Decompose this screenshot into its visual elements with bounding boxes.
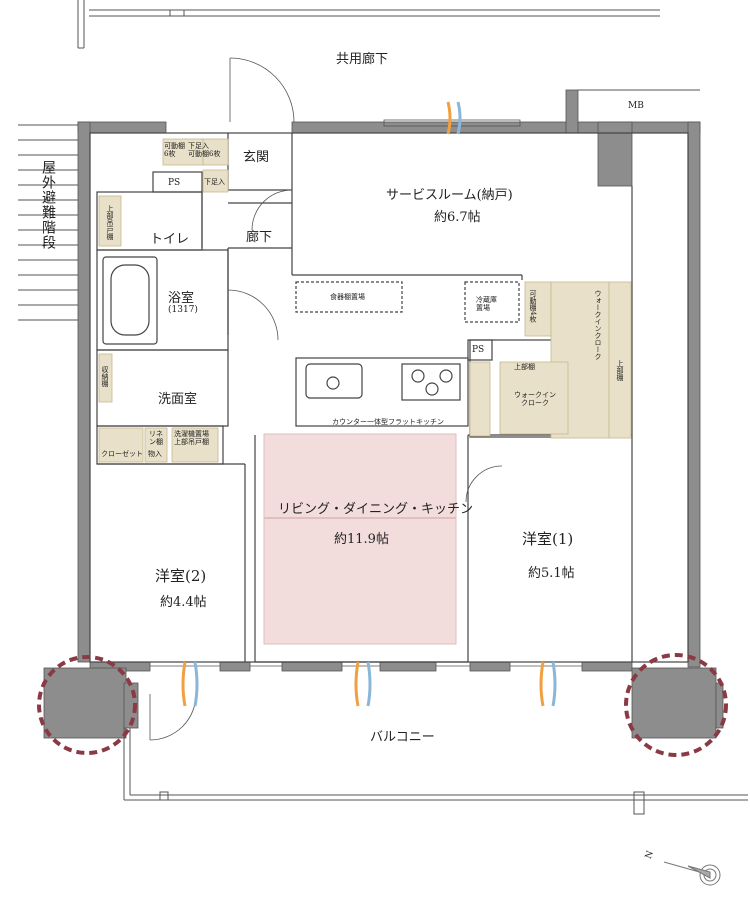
wash-shelf-label: 収納棚 [101,366,109,387]
storage-label: 物入 [148,450,162,458]
fridge-label: 冷蔵庫 置場 [476,296,497,312]
service-area-label: 約6.7帖 [434,210,481,225]
dish-shelf-label: 食器棚置場 [330,293,365,301]
ldk-area-label: 約11.9帖 [334,532,389,547]
compass [663,861,721,886]
bath-label: 浴室 [168,291,195,306]
interior-walls [89,132,689,663]
shoe-mid-label: 下足入 可動棚6枚 [188,142,221,158]
wic-label: ウォークイン クローク [514,391,556,407]
washroom-label: 洗面室 [158,392,198,407]
entrance-label: 玄関 [243,150,270,165]
wic-vertical-label: ウォークインクローク [594,290,602,360]
room1-area-label: 約5.1帖 [528,566,575,581]
ldk-fill [263,433,457,645]
washer-label: 洗濯機置場 上部吊戸棚 [174,430,209,446]
stair-hatch [18,124,78,321]
balcony-rail [123,728,748,815]
ldk-label: リビング・ダイニング・キッチン [278,502,474,517]
room2-label: 洋室(2) [155,567,207,585]
linen-label: リネン棚 [149,430,163,446]
storage-fills [98,138,632,463]
toilet-label: トイレ [150,232,190,247]
movable-shelf-label: 可動棚4枚 [529,290,537,323]
mb-label: MB [628,101,644,111]
closet-label: クローゼット [101,450,143,458]
room2-area-label: 約4.4帖 [160,595,207,610]
shoe-left-label: 可動棚 6枚 [164,142,185,158]
upper-shelf-label: 上部棚 [514,363,535,371]
upper-shelf-vertical-label: 上部棚 [616,360,624,381]
ps-kitchen-label: PS [472,345,485,355]
room1-label: 洋室(1) [522,530,574,548]
ps-top-label: PS [168,178,181,188]
balcony-label: バルコニー [370,730,435,745]
hall-label: 廊下 [246,230,273,245]
highlight-circles [37,653,728,757]
kitchen-note-label: カウンター一体型フラットキッチン [332,418,444,426]
bath-size-label: (1317) [168,305,198,315]
shoe-small-label: 下足入 [204,178,225,186]
stairs-label: 屋外避難階段 [40,160,56,250]
toilet-shelf-label: 上部吊戸棚 [106,205,114,240]
airflow-arrows [181,101,557,707]
corridor-label: 共用廊下 [336,52,389,67]
corridor-edge [77,0,660,49]
service-room-label: サービスルーム(納戸) [386,188,513,203]
